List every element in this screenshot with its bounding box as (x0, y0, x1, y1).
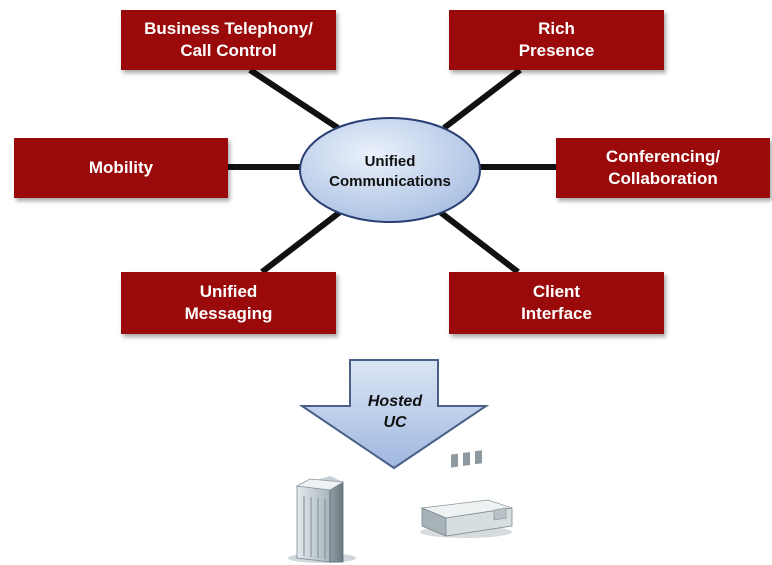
connector-telephony (248, 67, 340, 131)
node-label-line: Call Control (180, 41, 277, 60)
connector-client (438, 209, 520, 275)
connector-messaging (260, 209, 342, 275)
hub-label: Unified Communications (300, 147, 480, 197)
node-label-line: Collaboration (608, 169, 718, 188)
node-label-line: Client (532, 282, 581, 301)
hub-label-line: Communications (329, 173, 451, 190)
node-business-telephony: Business Telephony/ Call Control (121, 10, 336, 70)
node-rich-presence: Rich Presence (449, 10, 664, 70)
node-conferencing: Conferencing/ Collaboration (556, 138, 770, 198)
branch-office-building-icon (420, 450, 513, 538)
node-client-interface: Client Interface (449, 272, 664, 334)
hub-ellipse (299, 117, 481, 223)
node-unified-messaging: Unified Messaging (121, 272, 336, 334)
arrow-label-line: UC (383, 414, 407, 431)
connector-lines (228, 67, 556, 275)
office-tower-icon (288, 476, 356, 563)
node-label-line: Conferencing/ (605, 147, 721, 166)
node-label-line: Messaging (184, 304, 273, 323)
node-label-line: Rich (538, 19, 575, 38)
node-label-line: Business Telephony/ (144, 19, 313, 38)
arrow-label-line: Hosted (367, 393, 423, 410)
node-label-line: Unified (199, 282, 258, 301)
connector-presence (442, 67, 522, 131)
node-mobility: Mobility (14, 138, 228, 198)
hosted-uc-arrow (298, 359, 490, 470)
node-label-line: Presence (518, 41, 595, 60)
hosted-uc-label: Hosted UC (345, 388, 445, 436)
hub-label-line: Unified (364, 153, 416, 170)
node-label-line: Mobility (88, 158, 154, 177)
node-label-line: Interface (521, 304, 592, 323)
